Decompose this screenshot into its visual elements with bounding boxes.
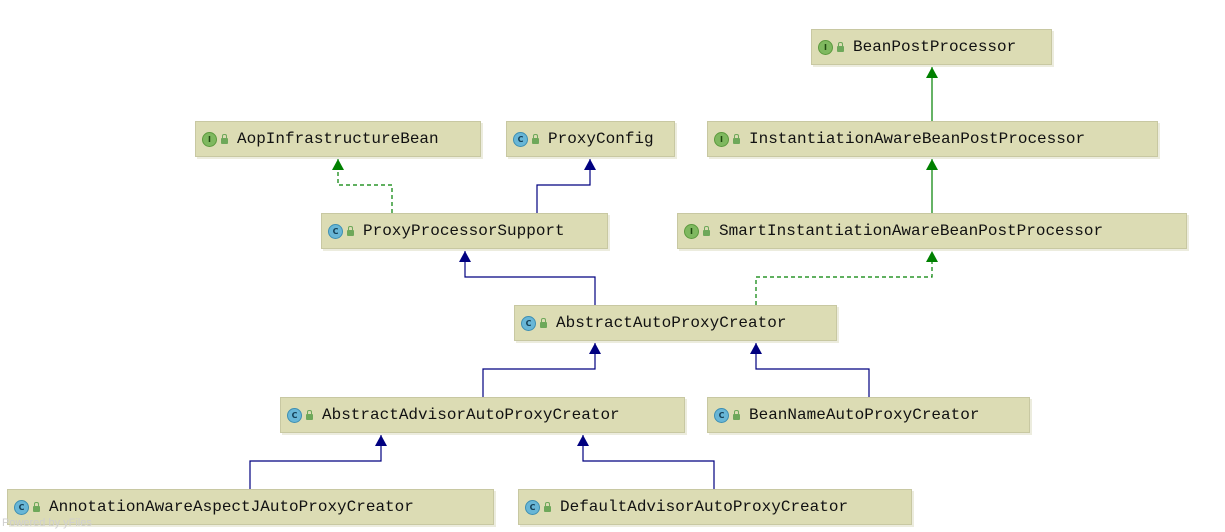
edge-line (536, 159, 591, 213)
class-node[interactable]: I AopInfrastructureBean (195, 121, 481, 157)
arrowhead-icon (926, 251, 938, 262)
class-node[interactable]: I InstantiationAwareBeanPostProcessor (707, 121, 1158, 157)
class-name: AbstractAutoProxyCreator (556, 314, 787, 332)
class-name: ProxyProcessorSupport (363, 222, 565, 240)
class-name: BeanPostProcessor (853, 38, 1017, 56)
edge-line (755, 251, 933, 305)
public-visibility-icon (733, 134, 740, 144)
class-name: AnnotationAwareAspectJAutoProxyCreator (49, 498, 414, 516)
edge-implements (755, 251, 938, 305)
class-icon: C (513, 131, 528, 147)
class-name: SmartInstantiationAwareBeanPostProcessor (719, 222, 1104, 240)
edge-line (482, 343, 596, 397)
abstract-class-icon: C (287, 407, 302, 423)
class-name: AopInfrastructureBean (237, 130, 439, 148)
class-node[interactable]: C AbstractAdvisorAutoProxyCreator (280, 397, 685, 433)
class-node[interactable]: I BeanPostProcessor (811, 29, 1052, 65)
edge-interface-extends (926, 67, 938, 121)
public-visibility-icon (540, 318, 547, 328)
class-name: BeanNameAutoProxyCreator (749, 406, 980, 424)
public-visibility-icon (837, 42, 844, 52)
class-node[interactable]: C AnnotationAwareAspectJAutoProxyCreator (7, 489, 494, 525)
arrowhead-icon (459, 251, 471, 262)
public-visibility-icon (733, 410, 740, 420)
class-node[interactable]: C ProxyProcessorSupport (321, 213, 608, 249)
class-node[interactable]: C DefaultAdvisorAutoProxyCreator (518, 489, 912, 525)
edge-line (249, 435, 382, 489)
arrowhead-icon (332, 159, 344, 170)
edge-extends (536, 159, 596, 213)
public-visibility-icon (703, 226, 710, 236)
public-visibility-icon (544, 502, 551, 512)
interface-icon: I (818, 39, 833, 55)
edge-extends (249, 435, 387, 489)
class-name: AbstractAdvisorAutoProxyCreator (322, 406, 620, 424)
edge-line (464, 251, 596, 305)
edge-line (755, 343, 870, 397)
interface-icon: I (202, 131, 217, 147)
interface-icon: I (714, 131, 729, 147)
class-icon: C (14, 499, 29, 515)
class-icon: C (714, 407, 729, 423)
class-name: DefaultAdvisorAutoProxyCreator (560, 498, 849, 516)
class-node[interactable]: I SmartInstantiationAwareBeanPostProcesso… (677, 213, 1187, 249)
arrowhead-icon (750, 343, 762, 354)
arrowhead-icon (589, 343, 601, 354)
class-icon: C (328, 223, 343, 239)
public-visibility-icon (221, 134, 228, 144)
edge-extends (577, 435, 715, 489)
arrowhead-icon (584, 159, 596, 170)
class-node[interactable]: C AbstractAutoProxyCreator (514, 305, 837, 341)
abstract-class-icon: C (521, 315, 536, 331)
arrowhead-icon (577, 435, 589, 446)
public-visibility-icon (532, 134, 539, 144)
arrowhead-icon (926, 67, 938, 78)
class-node[interactable]: C BeanNameAutoProxyCreator (707, 397, 1030, 433)
class-node[interactable]: C ProxyConfig (506, 121, 675, 157)
edge-extends (750, 343, 870, 397)
edge-line (582, 435, 715, 489)
class-name: InstantiationAwareBeanPostProcessor (749, 130, 1086, 148)
edge-extends (482, 343, 601, 397)
public-visibility-icon (347, 226, 354, 236)
edge-implements (332, 159, 393, 213)
interface-icon: I (684, 223, 699, 239)
public-visibility-icon (33, 502, 40, 512)
edge-line (337, 159, 393, 213)
edge-interface-extends (926, 159, 938, 213)
edge-extends (459, 251, 596, 305)
class-icon: C (525, 499, 540, 515)
arrowhead-icon (375, 435, 387, 446)
public-visibility-icon (306, 410, 313, 420)
watermark: Powered by yFiles (2, 517, 92, 529)
class-name: ProxyConfig (548, 130, 654, 148)
arrowhead-icon (926, 159, 938, 170)
